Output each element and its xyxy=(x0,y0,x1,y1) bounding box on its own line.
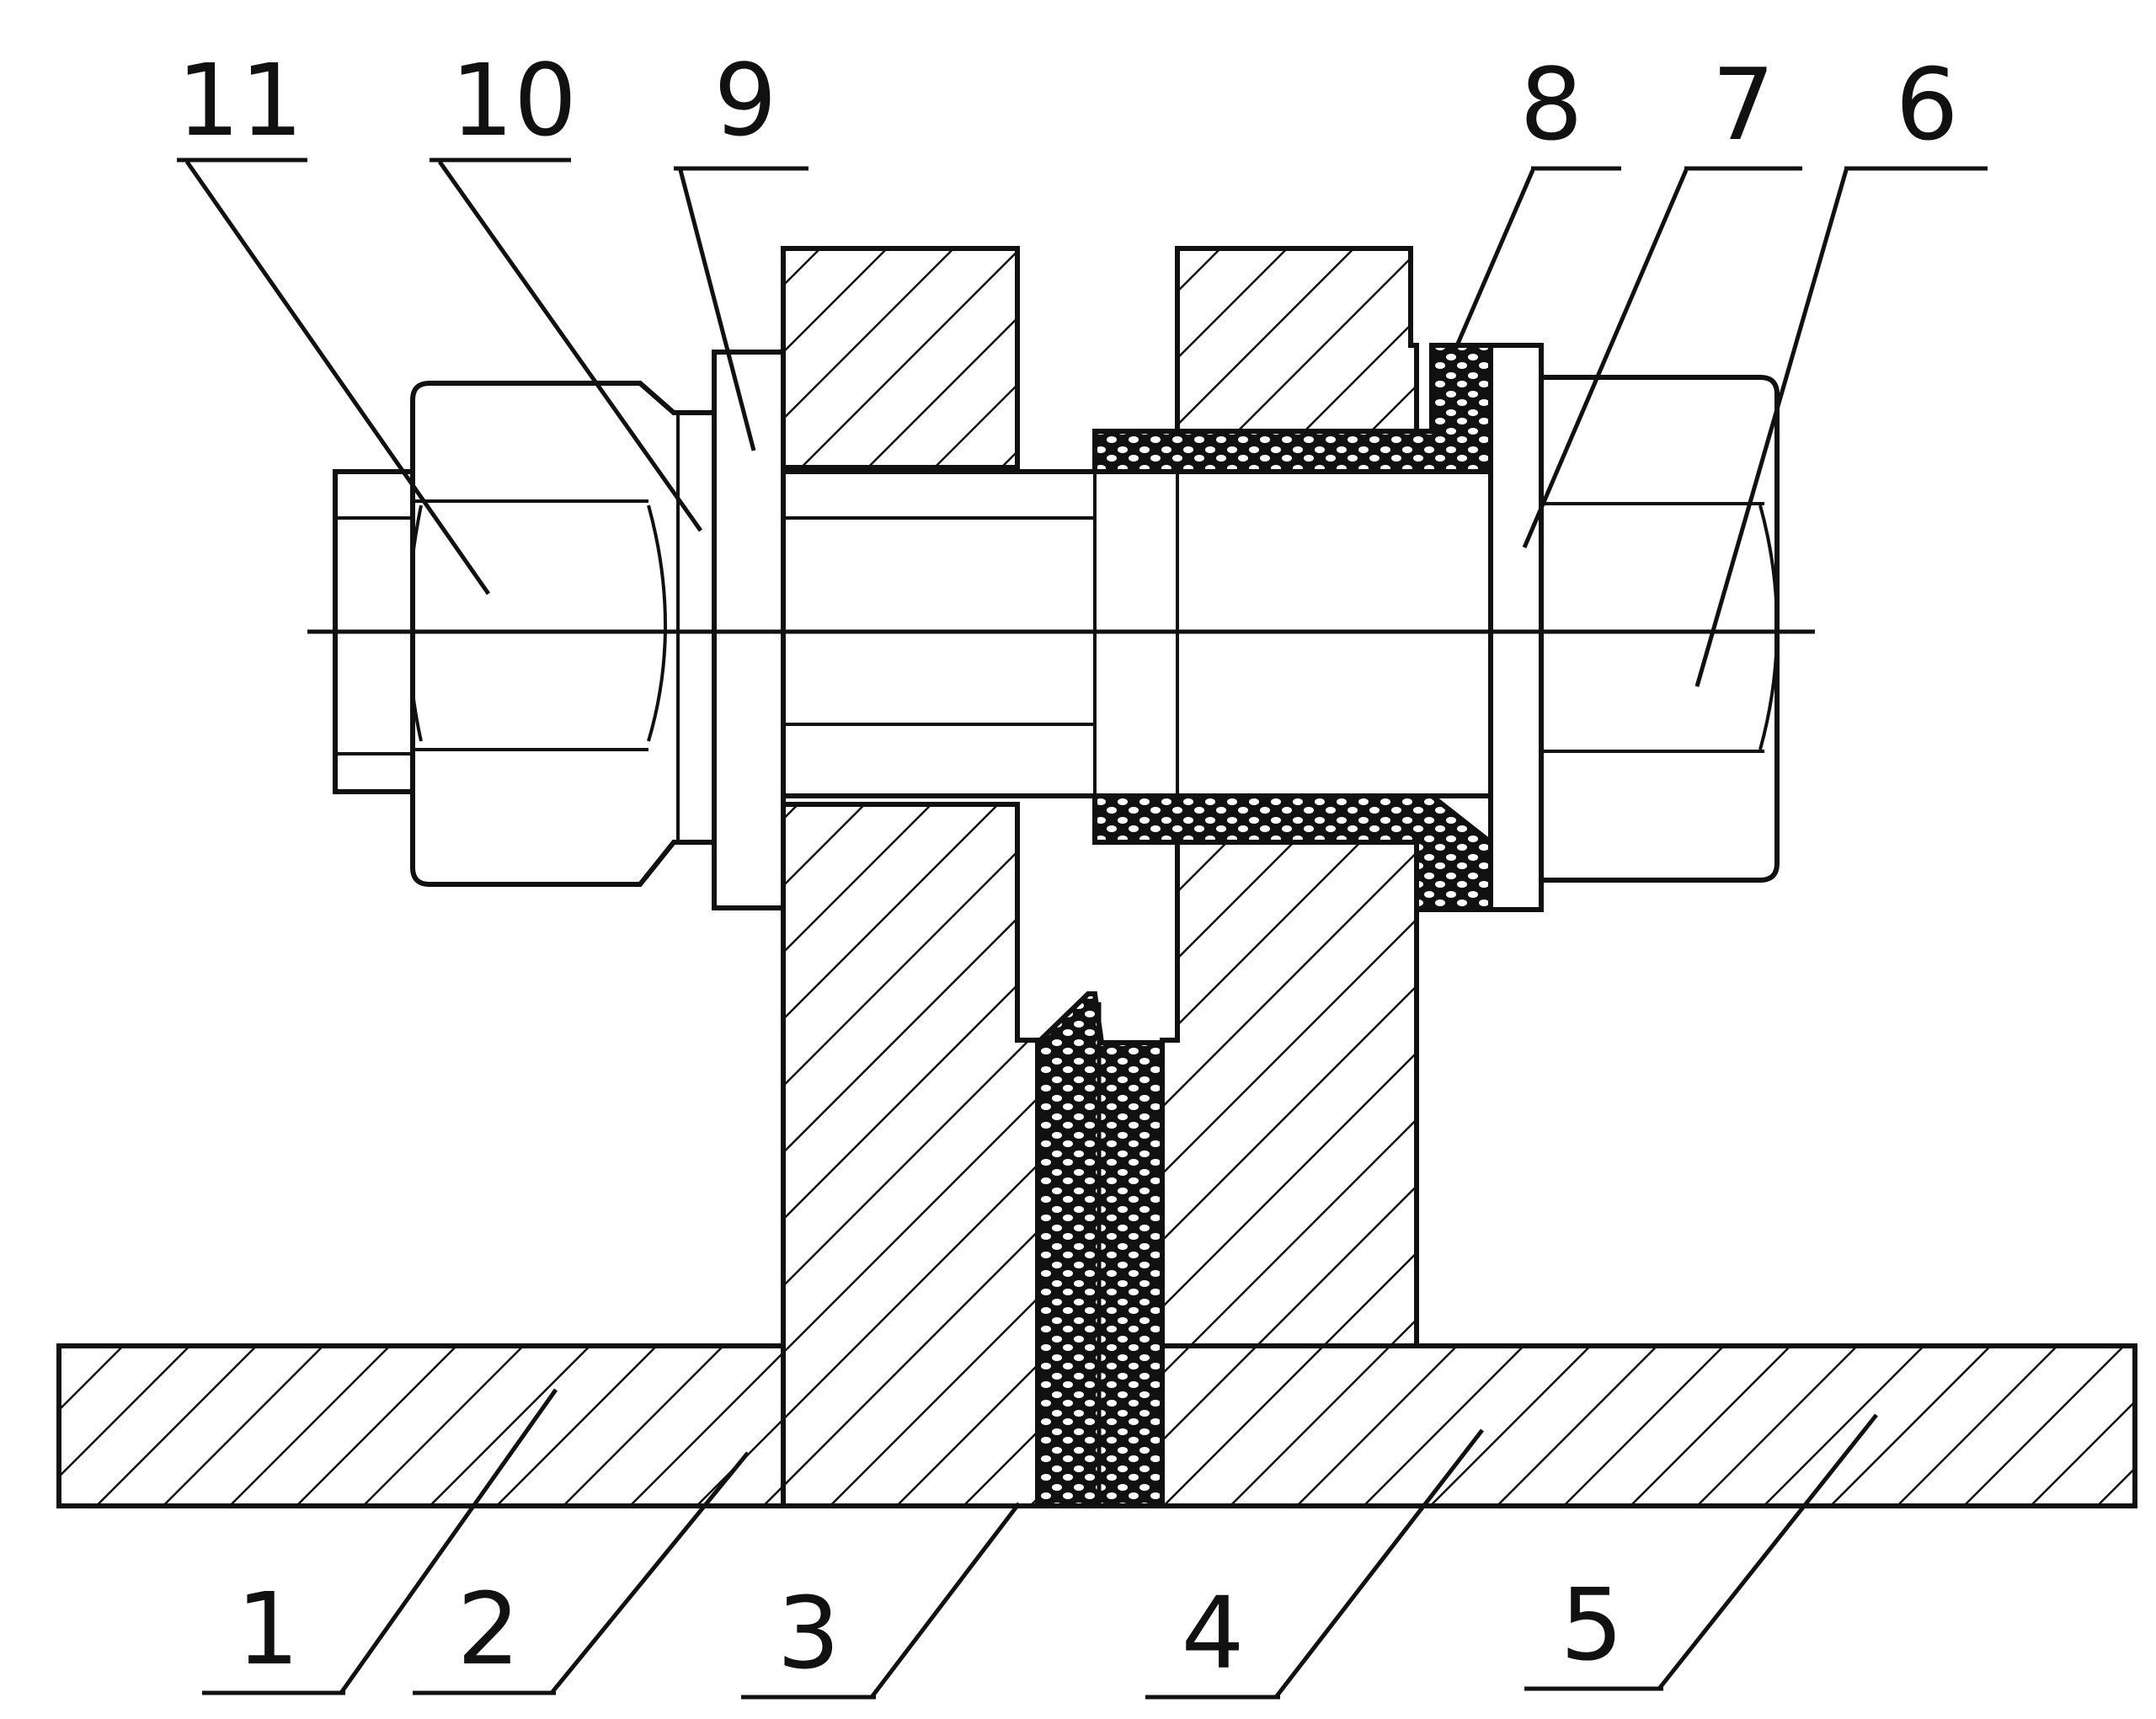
left-vertical-plate-lower xyxy=(781,802,1040,1508)
callout-2: 2 xyxy=(456,1571,520,1687)
leader-lines xyxy=(177,157,1988,1700)
left-vertical-plate-upper xyxy=(781,246,1020,470)
callout-3: 3 xyxy=(776,1575,840,1691)
sleeve-lower xyxy=(1092,793,1493,912)
callout-10: 10 xyxy=(451,42,577,158)
callout-8: 8 xyxy=(1519,46,1582,163)
callout-9: 9 xyxy=(713,42,776,158)
callout-11: 11 xyxy=(177,42,303,158)
callout-6: 6 xyxy=(1895,46,1958,163)
callout-5: 5 xyxy=(1560,1567,1623,1683)
right-washer xyxy=(1488,343,1544,912)
bolt-head xyxy=(1539,375,1780,883)
callout-1: 1 xyxy=(236,1571,299,1687)
callout-7: 7 xyxy=(1711,46,1774,163)
callout-4: 4 xyxy=(1181,1575,1244,1691)
right-vertical-plate-upper xyxy=(1175,246,1419,434)
